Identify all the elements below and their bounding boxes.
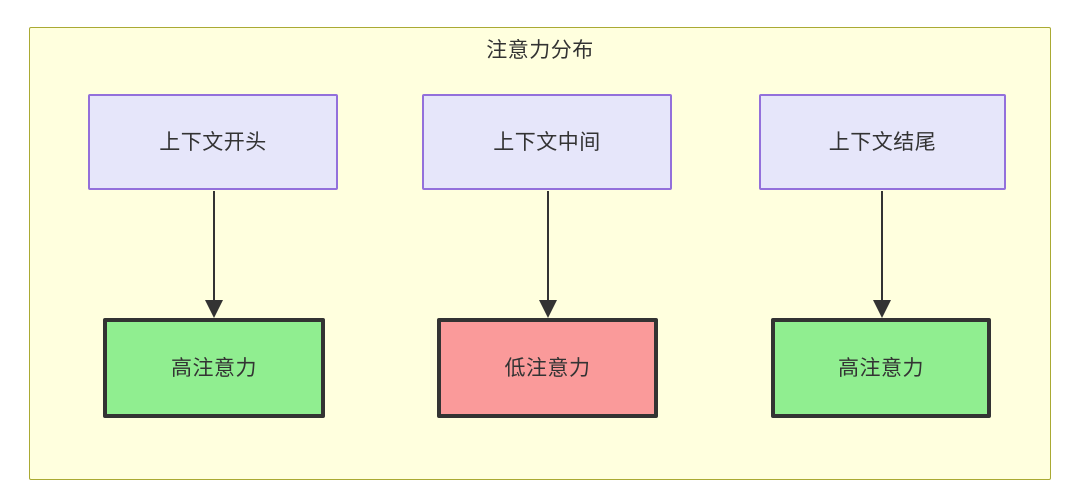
- node-attention-middle[interactable]: 低注意力: [437, 318, 658, 418]
- node-label: 高注意力: [171, 356, 257, 380]
- node-label: 高注意力: [838, 356, 924, 380]
- node-context-end[interactable]: 上下文结尾: [759, 94, 1006, 190]
- node-context-middle[interactable]: 上下文中间: [422, 94, 672, 190]
- node-label: 低注意力: [504, 356, 591, 380]
- node-label: 上下文结尾: [828, 130, 937, 154]
- node-attention-end[interactable]: 高注意力: [771, 318, 991, 418]
- node-context-start[interactable]: 上下文开头: [88, 94, 338, 190]
- subgraph-title: 注意力分布: [486, 39, 594, 62]
- node-label: 上下文开头: [159, 130, 267, 154]
- node-attention-start[interactable]: 高注意力: [103, 318, 325, 418]
- node-label: 上下文中间: [493, 130, 601, 154]
